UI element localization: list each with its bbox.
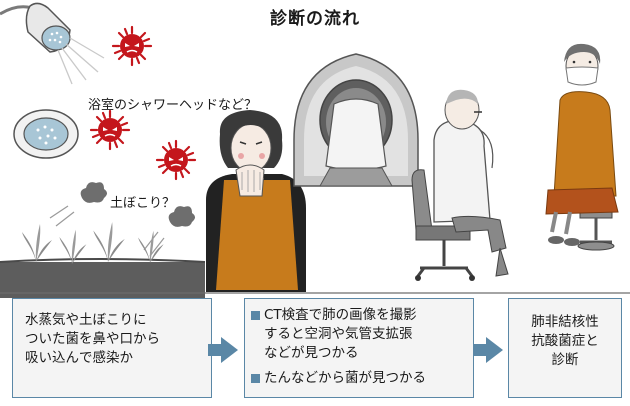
shower-face-icon (13, 109, 79, 159)
shower-label: 浴室のシャワーヘッドなど？ (88, 98, 258, 113)
step-line: 吸い込んで感染か (25, 350, 133, 366)
diagram-title: 診断の流れ (270, 9, 360, 29)
step-examination: CT検査で肺の画像を撮影 すると空洞や気管支拡張 などが見つかる たんなどから菌… (244, 298, 474, 398)
ground (0, 258, 206, 298)
step-line: CT検査で肺の画像を撮影 (264, 307, 417, 323)
flow-arrow-2 (473, 337, 503, 363)
square-bullet-icon (251, 374, 260, 383)
step-line: 診断 (551, 352, 579, 368)
step-line: 肺非結核性 (531, 314, 599, 330)
step-diagnosis: 肺非結核性 抗酸菌症と 診断 (508, 298, 622, 398)
ct-bullet: CT検査で肺の画像を撮影 すると空洞や気管支拡張 などが見つかる (251, 306, 473, 363)
shower-head-icon (0, 2, 105, 85)
square-bullet-icon (251, 311, 260, 320)
step-line: たんなどから菌が見つかる (264, 370, 426, 386)
step-line: 抗酸菌症と (531, 333, 599, 349)
soil-label: 土ぼこり？ (110, 196, 176, 211)
plant-icon (22, 222, 164, 264)
coughing-woman-icon (206, 110, 306, 292)
step-infection: 水蒸気や土ぼこりに ついた菌を鼻や口から 吸い込んで感染か (12, 298, 212, 398)
sputum-bullet: たんなどから菌が見つかる (251, 369, 473, 388)
patient-icon (545, 43, 619, 251)
doctor-icon (411, 89, 509, 281)
step-line: 水蒸気や土ぼこりに (25, 312, 147, 328)
step-line: すると空洞や気管支拡張 (264, 326, 413, 342)
ct-scanner-icon (293, 53, 419, 187)
step-line: ついた菌を鼻や口から (25, 331, 160, 347)
flow-arrow-1 (208, 337, 238, 363)
step-line: などが見つかる (264, 345, 359, 361)
dust-cloud-icon (49, 182, 195, 257)
